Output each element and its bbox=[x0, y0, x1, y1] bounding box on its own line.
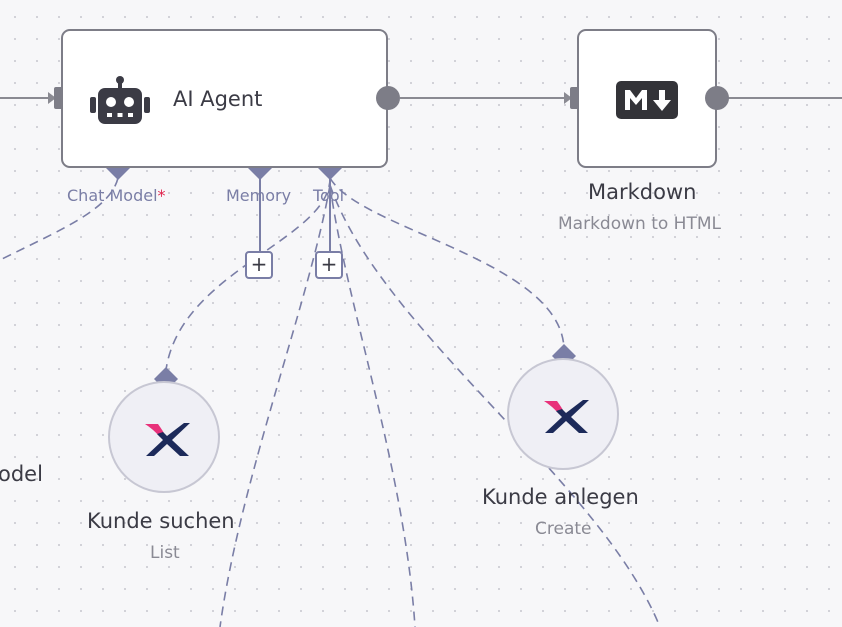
kunde-anlegen-title: Kunde anlegen bbox=[482, 485, 639, 509]
kunde-suchen-subtitle: List bbox=[150, 543, 180, 563]
add-tool-button[interactable]: + bbox=[315, 251, 343, 279]
markdown-node[interactable] bbox=[577, 29, 717, 168]
markdown-subtitle: Markdown to HTML bbox=[558, 214, 721, 234]
edge-input-arrow bbox=[48, 92, 56, 104]
edge-tool-down-1 bbox=[219, 184, 331, 627]
kunde-suchen-title: Kunde suchen bbox=[87, 509, 235, 533]
kunde-suchen-node[interactable] bbox=[108, 381, 220, 493]
markdown-title: Markdown bbox=[588, 180, 697, 204]
port-label-tool: Tool bbox=[313, 186, 345, 205]
ai-agent-output-handle[interactable] bbox=[376, 86, 400, 110]
edge-markdown-arrow bbox=[564, 92, 572, 104]
offscreen-chat-model-title: odel bbox=[0, 462, 43, 486]
edge-tool-down-2 bbox=[329, 184, 416, 627]
add-memory-button[interactable]: + bbox=[245, 251, 273, 279]
chat-model-label: Chat Model bbox=[67, 186, 158, 205]
kunde-anlegen-node[interactable] bbox=[507, 358, 619, 470]
ai-agent-node[interactable]: AI Agent bbox=[61, 29, 388, 168]
edge-chat-model bbox=[0, 177, 119, 261]
x-logo-icon bbox=[145, 423, 190, 456]
x-logo-icon bbox=[544, 400, 589, 433]
kunde-anlegen-subtitle: Create bbox=[535, 519, 592, 539]
edge-tool-down-3 bbox=[329, 184, 661, 627]
robot-icon bbox=[90, 76, 150, 124]
required-asterisk: * bbox=[157, 186, 166, 205]
edge-kunde-anlegen bbox=[329, 177, 565, 349]
port-label-chat-model: Chat Model* bbox=[67, 186, 166, 205]
port-label-memory: Memory bbox=[226, 186, 292, 205]
markdown-icon bbox=[616, 81, 678, 119]
markdown-output-handle[interactable] bbox=[705, 86, 729, 110]
ai-agent-title: AI Agent bbox=[173, 87, 263, 111]
